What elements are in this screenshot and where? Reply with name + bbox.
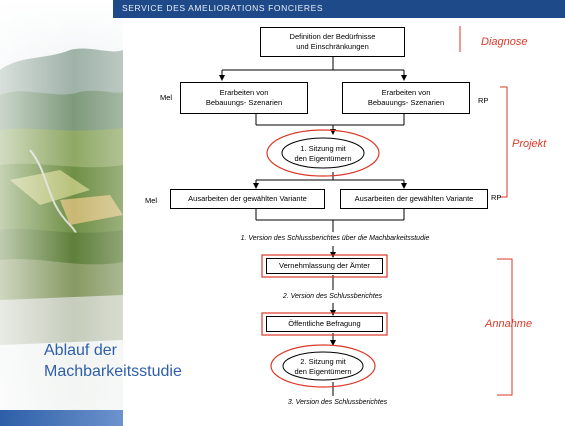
erarbeiten-right-box: Erarbeiten von Bebauungs- Szenarien	[342, 82, 470, 114]
sitzung2-line1: 2. Sitzung mit	[300, 357, 346, 366]
sitzung1-line2: den Eigentümern	[294, 153, 352, 163]
befragung-box: Öffentliche Befragung	[266, 316, 383, 332]
mel-label-2: Mel	[145, 196, 158, 205]
vernehmlassung-label: Vernehmlassung der Ämter	[279, 261, 370, 270]
erarbeiten-right-line1: Erarbeiten von	[381, 88, 431, 97]
landscape-photo-panel	[0, 0, 123, 426]
rp-label-2: RP	[491, 193, 502, 202]
version-1-note: 1. Version des Schlussberichtes über die…	[240, 235, 430, 242]
erarbeiten-right-line2: Bebauungs- Szenarien	[367, 98, 445, 107]
bottom-accent-strip	[0, 410, 123, 426]
phase-diagnose: Diagnose	[481, 36, 528, 48]
annahme-bracket	[497, 258, 513, 396]
projekt-bracket	[500, 86, 508, 198]
erarbeiten-left-line1: Erarbeiten von	[219, 88, 269, 97]
definition-line2: und Einschränkungen	[296, 42, 369, 51]
definition-line1: Definition der Bedürfnisse	[289, 32, 376, 41]
befragung-highlight-rect	[261, 312, 388, 336]
sitzung1-highlight-ellipse	[266, 129, 380, 177]
befragung-label: Öffentliche Befragung	[288, 319, 361, 328]
version-3-note: 3. Version des Schlussberichtes	[287, 399, 388, 406]
ausarbeiten-right-box: Ausarbeiten der gewählten Variante	[340, 189, 488, 209]
ausarbeiten-left-box: Ausarbeiten der gewählten Variante	[170, 189, 325, 209]
slide-title-line1: Ablauf der	[44, 342, 117, 359]
header-title: SERVICE DES AMELIORATIONS FONCIERES	[122, 3, 324, 13]
phase-annahme: Annahme	[485, 318, 533, 330]
definition-box: Definition der Bedürfnisse und Einschrän…	[260, 27, 405, 57]
ausarbeiten-right-label: Ausarbeiten der gewählten Variante	[354, 194, 474, 203]
header-bar	[113, 0, 565, 18]
sitzung1-node: 1. Sitzung mit den Eigentümern	[283, 144, 363, 163]
vernehm-highlight-rect	[261, 254, 388, 278]
sitzung2-line2: den Eigentümern	[294, 366, 352, 376]
sitzung1-line1: 1. Sitzung mit	[300, 144, 346, 153]
erarbeiten-left-line2: Bebauungs- Szenarien	[205, 98, 283, 107]
ausarbeiten-left-label: Ausarbeiten der gewählten Variante	[188, 194, 307, 203]
mel-label-1: Mel	[160, 93, 173, 102]
slide-title: Ablauf der Machbarkeitsstudie	[44, 340, 182, 382]
version-2-note: 2. Version des Schlussberichtes	[282, 293, 383, 300]
vernehmlassung-box: Vernehmlassung der Ämter	[266, 258, 383, 274]
slide-title-line2: Machbarkeitsstudie	[44, 363, 182, 380]
sitzung2-highlight-ellipse	[270, 344, 376, 388]
phase-projekt: Projekt	[512, 138, 547, 150]
sitzung2-node: 2. Sitzung mit den Eigentümern	[283, 357, 363, 376]
rp-label-1: RP	[478, 96, 489, 105]
erarbeiten-left-box: Erarbeiten von Bebauungs- Szenarien	[180, 82, 308, 114]
